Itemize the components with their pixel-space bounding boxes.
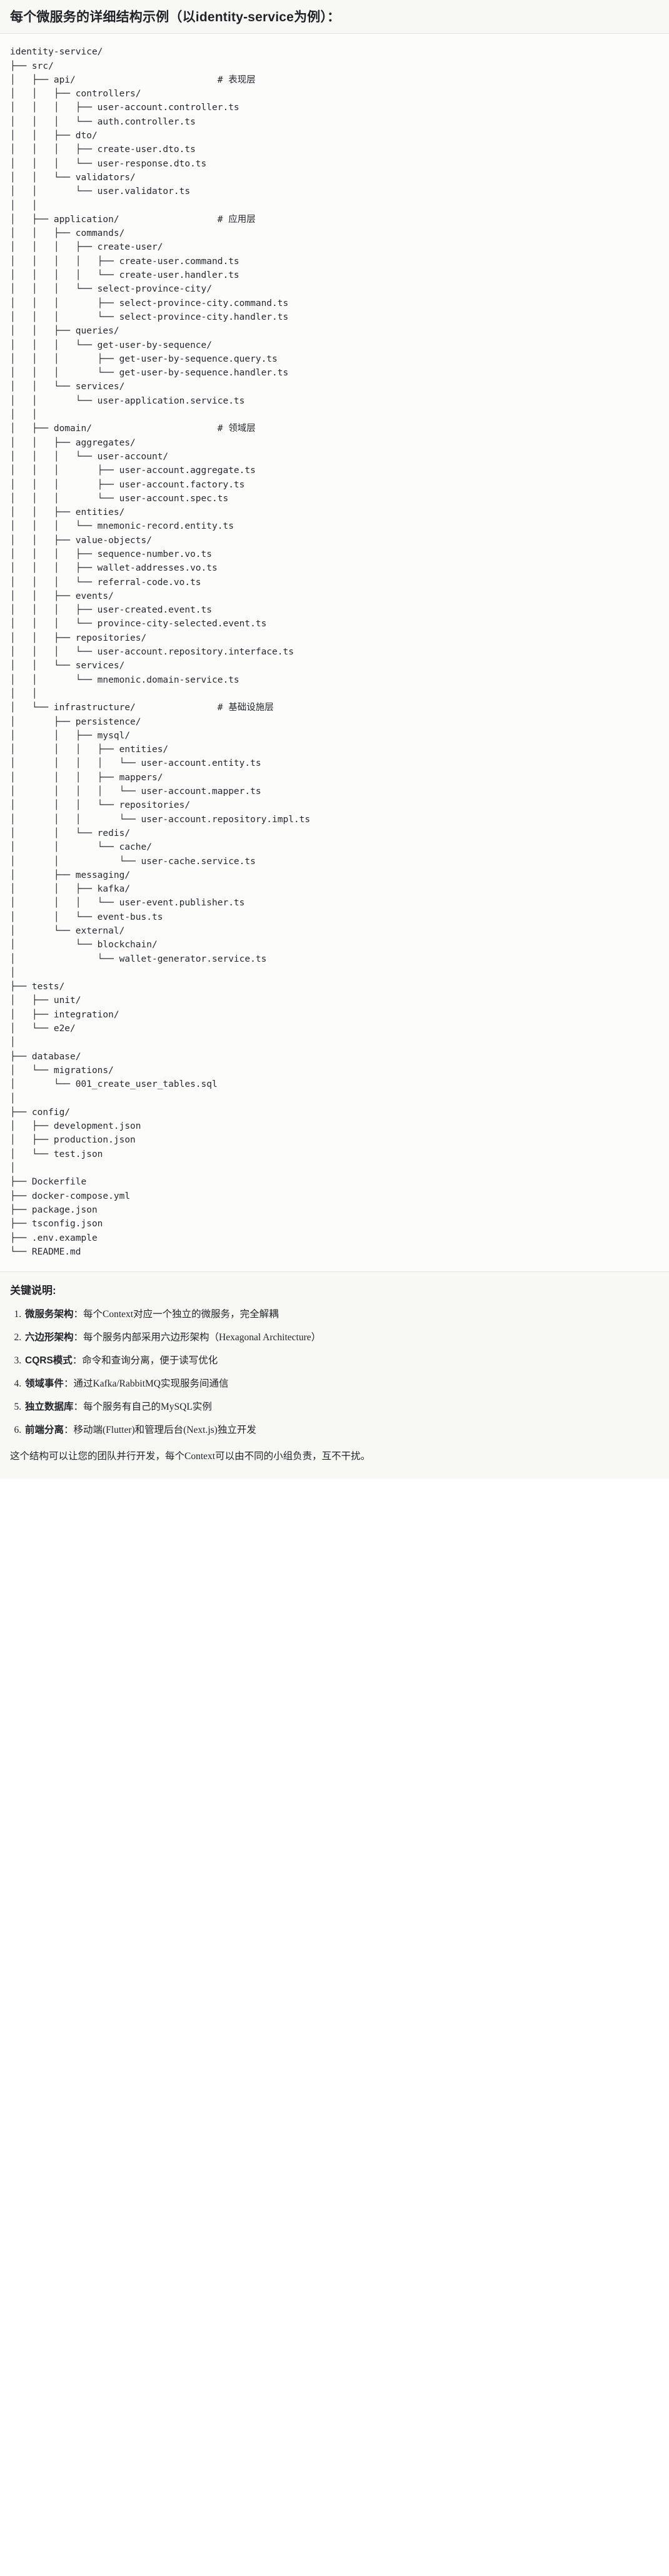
key-note-term: 前端分离 — [25, 1425, 64, 1435]
key-notes-heading: 关键说明: — [10, 1285, 56, 1297]
key-note-item: 领域事件：通过Kafka/RabbitMQ实现服务间通信 — [24, 1377, 659, 1392]
document-page: 每个微服务的详细结构示例（以identity-service为例）： ident… — [0, 0, 669, 1479]
directory-tree: identity-service/ ├── src/ │ ├── api/ # … — [10, 47, 311, 1257]
key-note-item: 微服务架构：每个Context对应一个独立的微服务，完全解耦 — [24, 1307, 659, 1322]
section-divider — [0, 1271, 669, 1273]
key-notes-list: 微服务架构：每个Context对应一个独立的微服务，完全解耦六边形架构：每个服务… — [10, 1307, 659, 1438]
key-note-term: 六边形架构 — [25, 1331, 74, 1343]
key-note-item: 独立数据库：每个服务有自己的MySQL实例 — [24, 1400, 659, 1415]
key-note-description: ：每个服务有自己的MySQL实例 — [73, 1401, 212, 1412]
page-title: 每个微服务的详细结构示例（以identity-service为例）： — [0, 0, 669, 34]
key-notes-section: 关键说明: 微服务架构：每个Context对应一个独立的微服务，完全解耦六边形架… — [0, 1272, 669, 1479]
key-note-term: 独立数据库 — [25, 1401, 74, 1412]
key-note-description: ：每个Context对应一个独立的微服务，完全解耦 — [73, 1308, 279, 1320]
key-note-item: 六边形架构：每个服务内部采用六边形架构（Hexagonal Architectu… — [24, 1330, 659, 1345]
directory-tree-block: identity-service/ ├── src/ │ ├── api/ # … — [0, 34, 669, 1272]
closing-paragraph: 这个结构可以让您的团队并行开发，每个Context可以由不同的小组负责，互不干扰… — [10, 1451, 371, 1462]
key-note-term: 微服务架构 — [25, 1308, 74, 1320]
key-note-item: CQRS模式：命令和查询分离，便于读写优化 — [24, 1353, 659, 1368]
key-note-description: ：每个服务内部采用六边形架构（Hexagonal Architecture） — [73, 1331, 321, 1343]
key-note-term: CQRS模式 — [25, 1355, 73, 1366]
key-note-description: ：移动端(Flutter)和管理后台(Next.js)独立开发 — [64, 1425, 256, 1435]
key-note-term: 领域事件 — [25, 1378, 64, 1389]
key-note-description: ：命令和查询分离，便于读写优化 — [72, 1355, 218, 1366]
key-note-description: ：通过Kafka/RabbitMQ实现服务间通信 — [64, 1378, 229, 1389]
key-note-item: 前端分离：移动端(Flutter)和管理后台(Next.js)独立开发 — [24, 1423, 659, 1438]
